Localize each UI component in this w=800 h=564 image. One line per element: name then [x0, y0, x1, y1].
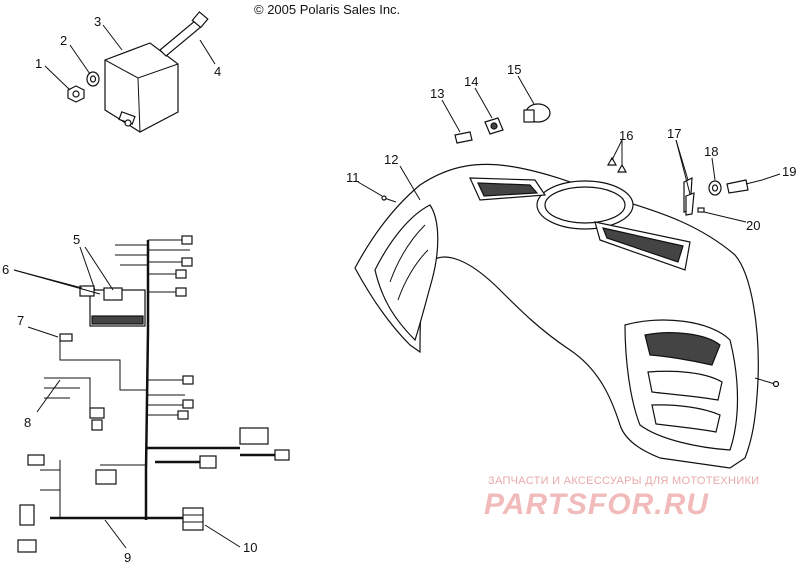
wiring-harness	[17, 235, 290, 553]
callout-6: 6	[2, 262, 9, 277]
callout-7: 7	[17, 313, 24, 328]
callout-13: 13	[430, 86, 444, 101]
copyright-text: © 2005 Polaris Sales Inc.	[254, 2, 400, 17]
small-parts	[381, 103, 763, 216]
callout-18: 18	[704, 144, 718, 159]
front-cowl	[354, 163, 780, 469]
callout-10: 10	[243, 540, 257, 555]
callout-12: 12	[384, 152, 398, 167]
callout-2: 2	[60, 33, 67, 48]
callout-5: 5	[73, 232, 80, 247]
callout-14: 14	[464, 74, 478, 89]
watermark-tagline: ЗАПЧАСТИ И АКСЕССУАРЫ ДЛЯ МОТОТЕХНИКИ	[488, 475, 759, 487]
callout-8: 8	[24, 415, 31, 430]
watermark: ЗАПЧАСТИ И АКСЕССУАРЫ ДЛЯ МОТОТЕХНИКИ PA…	[484, 475, 759, 521]
callout-4: 4	[214, 64, 221, 79]
callout-1: 1	[35, 56, 42, 71]
callout-16: 16	[619, 128, 633, 143]
callout-3: 3	[94, 14, 101, 29]
watermark-logo: PARTSFOR.RU	[484, 488, 709, 521]
callout-15: 15	[507, 62, 521, 77]
callout-17: 17	[667, 126, 681, 141]
callout-9: 9	[124, 550, 131, 564]
callout-11: 11	[346, 170, 360, 185]
control-module-group	[67, 11, 209, 133]
callout-20: 20	[746, 218, 760, 233]
callout-19: 19	[782, 164, 796, 179]
